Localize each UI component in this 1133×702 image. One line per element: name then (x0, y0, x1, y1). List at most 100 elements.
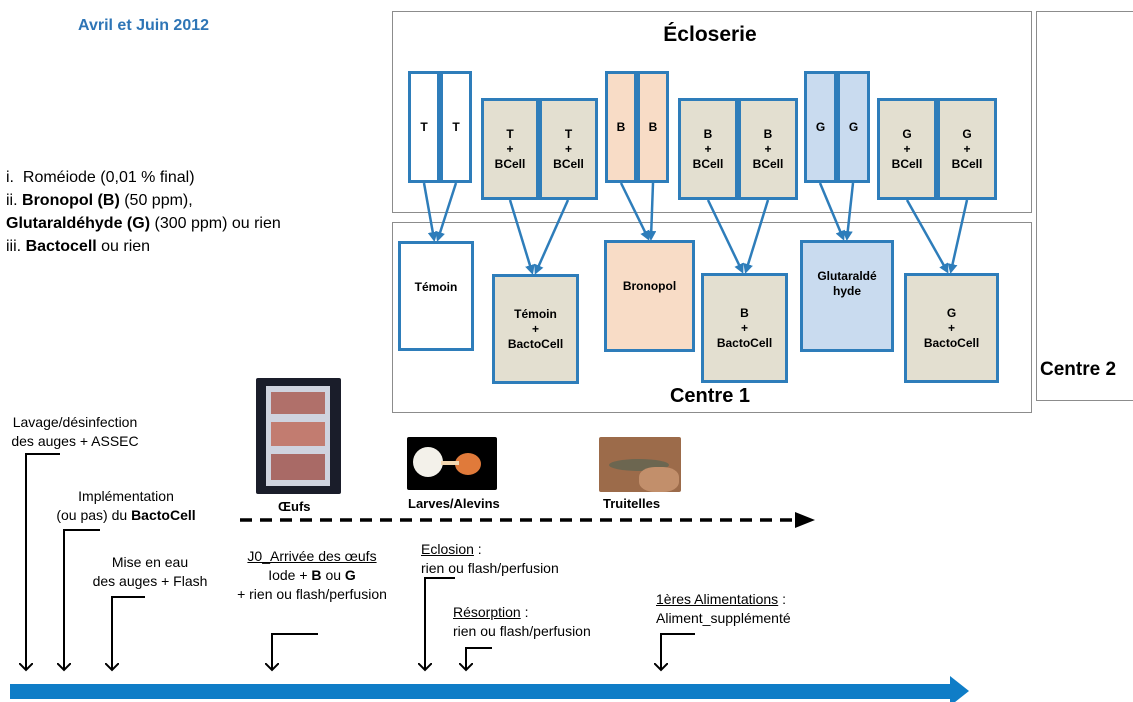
centre1-box-bronopol: Bronopol (604, 240, 695, 352)
connector-bronopol-1 (619, 182, 650, 241)
connector-temoin-1 (422, 182, 438, 242)
j0-line-3: + rien ou flash/perfusion (237, 586, 387, 602)
step-3-text: ou rien (101, 238, 151, 255)
marker-j0 (272, 633, 318, 670)
growth-dashed-arrow-head (795, 512, 815, 528)
marker-resorption (466, 647, 492, 670)
j0-label: J0_Arrivée des œufs Iode + B ou G + rien… (222, 547, 402, 604)
step-1-prefix: i. (6, 169, 14, 186)
alimentation-colon: : (778, 591, 786, 607)
step-2-prefix: ii. (6, 192, 18, 209)
alimentation-text: Aliment_supplémenté (656, 610, 791, 626)
step-1: i. Roméiode (0,01 % final) (6, 166, 376, 189)
j0-title: J0_Arrivée des œufs (247, 548, 377, 564)
ecloserie-box-temoin: T (440, 71, 472, 183)
ecloserie-box-temoin-bcell: T + BCell (539, 98, 598, 200)
lavage-line-2: des auges + ASSEC (11, 433, 139, 449)
marker-mise-en-eau (112, 596, 145, 670)
ecloserie-box-temoin-bcell: T + BCell (481, 98, 539, 200)
ecloserie-box-bronopol-bcell: B + BCell (738, 98, 798, 200)
connector-temoin-bcell-1 (508, 199, 535, 275)
larvae-photo (407, 437, 497, 490)
timeline-arrow-head (950, 676, 969, 702)
centre1-box-temoin-bactocell: Témoin + BactoCell (492, 274, 579, 384)
resorption-colon: : (520, 604, 529, 620)
j0-ou: ou (325, 567, 342, 583)
ecloserie-box-glutaraldehyde-bcell: G + BCell (877, 98, 937, 200)
implementation-line-1: Implémentation (78, 488, 174, 504)
eclosion-label: Eclosion : rien ou flash/perfusion (421, 540, 601, 578)
connector-gluta-2 (842, 182, 855, 241)
marker-implementation (64, 529, 100, 670)
resorption-label: Résorption : rien ou flash/perfusion (453, 603, 633, 641)
ecloserie-title: Écloserie (663, 23, 757, 46)
centre2-frame (1036, 11, 1133, 401)
stage-oeufs: Œufs (278, 499, 311, 514)
alimentation-label: 1ères Alimentations : Aliment_supplément… (656, 590, 856, 628)
ecloserie-box-glutaraldehyde: G (837, 71, 870, 183)
mise-line-2: des auges + Flash (92, 573, 208, 589)
eclosion-text: rien ou flash/perfusion (421, 560, 559, 576)
step-3-bactocell: Bactocell (25, 238, 97, 255)
trout-photo (599, 437, 681, 492)
step-2-text: (50 ppm), (124, 192, 193, 209)
connector-temoin-bcell-2 (534, 199, 570, 275)
step-2b-text: (300 ppm) ou rien (154, 215, 281, 232)
lavage-label: Lavage/désinfection des auges + ASSEC (0, 413, 150, 451)
connector-gluta-1 (818, 182, 845, 241)
step-2: ii. Bronopol (B) (50 ppm), (6, 189, 376, 212)
eggs-photo (256, 378, 341, 494)
step-3-prefix: iii. (6, 238, 22, 255)
connector-g-bcell-2 (947, 199, 969, 274)
ecloserie-box-bronopol-bcell: B + BCell (678, 98, 738, 200)
stage-truitelles: Truitelles (603, 496, 661, 511)
j0-b: B (311, 567, 322, 583)
ecloserie-box-glutaraldehyde: G (804, 71, 837, 183)
implementation-line-2: (ou pas) du BactoCell (42, 506, 210, 525)
ecloserie-box-temoin: T (408, 71, 440, 183)
connector-b-bcell-1 (706, 199, 744, 274)
connector-temoin-2 (435, 182, 458, 242)
ecloserie-box-bronopol: B (605, 71, 637, 183)
eclosion-title: Eclosion (421, 541, 474, 557)
period-label: Avril et Juin 2012 (78, 17, 210, 34)
stage-larves: Larves/Alevins (408, 496, 500, 511)
implementation-text: (ou pas) du (56, 507, 128, 523)
mise-en-eau-label: Mise en eau des auges + Flash (80, 553, 220, 591)
centre1-box-g-bactocell: G + BactoCell (904, 273, 999, 383)
implementation-label: Implémentation (ou pas) du BactoCell (42, 487, 210, 525)
centre1-title: Centre 1 (669, 385, 751, 407)
resorption-text: rien ou flash/perfusion (453, 623, 591, 639)
step-3: iii. Bactocell ou rien (6, 235, 376, 258)
resorption-title-row: Résorption : (453, 603, 633, 622)
eclosion-title-row: Eclosion : (421, 540, 601, 559)
resorption-title: Résorption (453, 604, 521, 620)
ecloserie-box-glutaraldehyde-bcell: G + BCell (937, 98, 997, 200)
connector-bronopol-2 (646, 182, 657, 241)
centre1-box-b-bactocell: B + BactoCell (701, 273, 788, 383)
eclosion-colon: : (473, 541, 482, 557)
step-2-bronopol: Bronopol (B) (22, 192, 120, 209)
j0-line-2: Iode + B ou G (222, 566, 402, 585)
timeline-bar (10, 684, 955, 699)
marker-lavage (26, 453, 60, 670)
step-1-text: Roméiode (0,01 % final) (22, 169, 195, 186)
centre1-box-temoin: Témoin (398, 241, 474, 351)
treatment-steps: i. Roméiode (0,01 % final) ii. Bronopol … (6, 166, 376, 258)
connector-b-bcell-2 (743, 199, 770, 274)
alimentation-title: 1ères Alimentations (656, 591, 779, 607)
connector-g-bcell-1 (905, 199, 949, 274)
lavage-line-1: Lavage/désinfection (12, 414, 138, 430)
step-2b: Glutaraldéhyde (G) (300 ppm) ou rien (6, 212, 376, 235)
alimentation-title-row: 1ères Alimentations : (656, 590, 856, 609)
implementation-bactocell: BactoCell (131, 507, 196, 523)
centre2-title: Centre 2 (1040, 359, 1117, 380)
marker-eclosion (425, 577, 455, 670)
mise-line-1: Mise en eau (111, 554, 189, 570)
step-2-glutaraldehyde: Glutaraldéhyde (G) (6, 215, 151, 232)
ecloserie-frame (392, 11, 1032, 213)
j0-iode: Iode + (268, 567, 308, 583)
centre1-box-glutaraldehyde: Glutaraldé hyde (800, 240, 894, 352)
ecloserie-box-bronopol: B (637, 71, 669, 183)
